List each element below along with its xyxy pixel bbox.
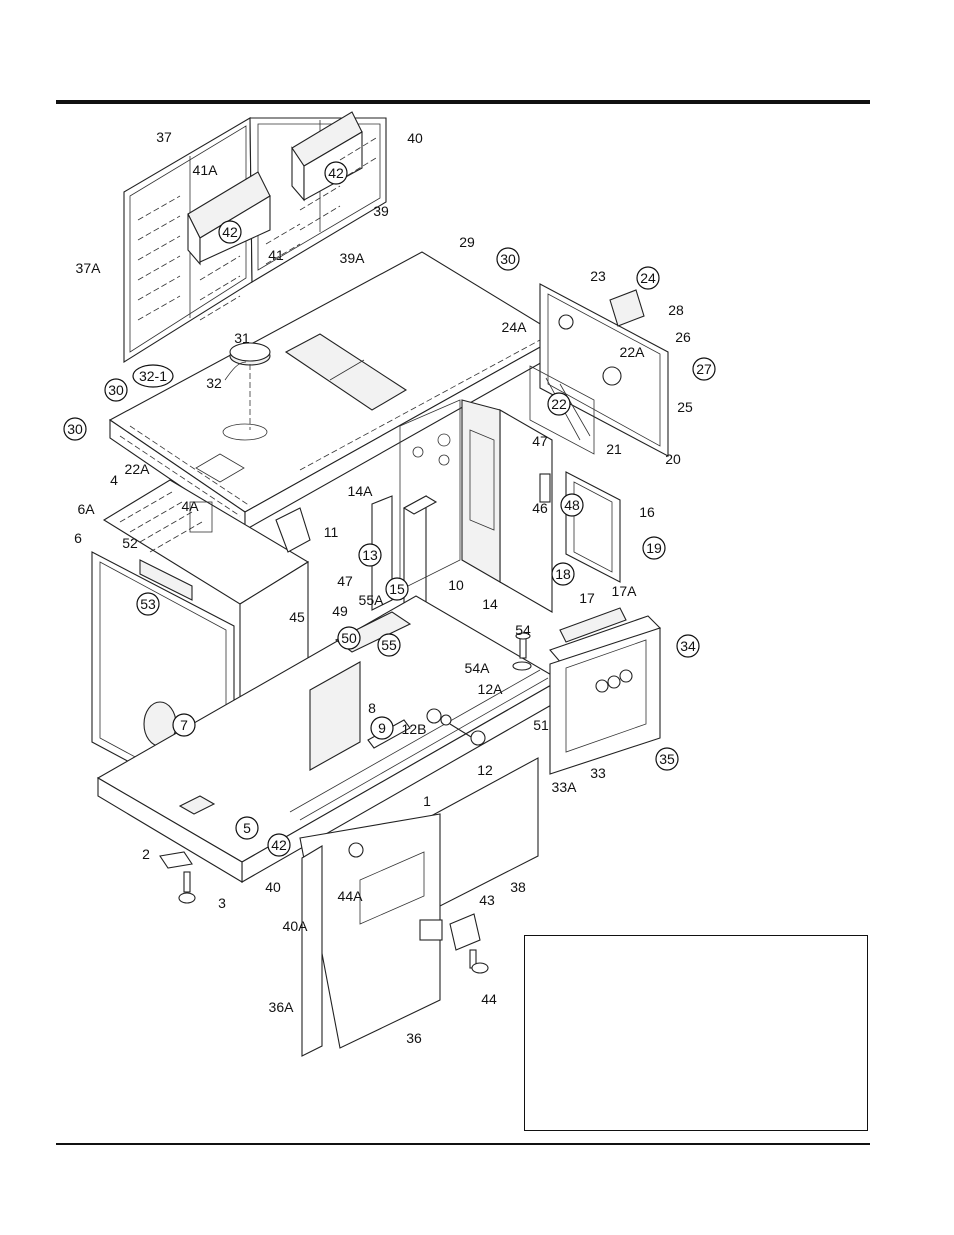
part-callout-label: 31 — [234, 330, 250, 346]
bracket-46 — [540, 474, 550, 502]
part-callout-label: 44 — [481, 991, 497, 1007]
part-callout-label: 39 — [373, 203, 389, 219]
part-callout-label: 36 — [406, 1030, 422, 1046]
part-callout-label: 47 — [337, 573, 353, 589]
part-callout-label: 29 — [459, 234, 475, 250]
part-callout-label: 45 — [289, 609, 305, 625]
part-callout-label: 32 — [206, 375, 222, 391]
part-callout-label: 47 — [532, 433, 548, 449]
part-callout-label: 25 — [677, 399, 693, 415]
part-callout-label: 38 — [510, 879, 526, 895]
part-callout-label: 6 — [74, 530, 82, 546]
part-callout-label: 48 — [564, 497, 580, 513]
part-callout-label: 33A — [552, 779, 578, 795]
part-callout-label: 49 — [332, 603, 348, 619]
part-callout-label: 26 — [675, 329, 691, 345]
part-callout-label: 55 — [381, 637, 397, 653]
part-callout-label: 22A — [620, 344, 646, 360]
part-callout-label: 37A — [76, 260, 102, 276]
part-callout-label: 52 — [122, 535, 138, 551]
part-callout-label: 55A — [359, 592, 385, 608]
part-callout-label: 50 — [341, 630, 357, 646]
part-callout-label: 28 — [668, 302, 684, 318]
part-callout-label: 42 — [328, 165, 344, 181]
part-callout-label: 14A — [348, 483, 374, 499]
part-callout-label: 17A — [612, 583, 638, 599]
part-callout-label: 30 — [500, 251, 516, 267]
part-callout-label: 42 — [222, 224, 238, 240]
bolt-54 — [513, 633, 531, 670]
part-callout-label: 44A — [338, 888, 364, 904]
part-callout-label: 22A — [125, 461, 151, 477]
part-callout-label: 30 — [67, 421, 83, 437]
part-callout-label: 24 — [640, 270, 656, 286]
part-callout-label: 54 — [515, 622, 531, 638]
part-callout-label: 36A — [269, 999, 295, 1015]
part-callout-label: 7 — [180, 717, 188, 733]
part-callout-label: 23 — [590, 268, 606, 284]
gauge-box-23 — [610, 290, 644, 326]
part-callout-label: 40 — [407, 130, 423, 146]
part-callout-label: 17 — [579, 590, 595, 606]
part-callout-label: 40A — [283, 918, 309, 934]
part-callout-label: 4A — [181, 498, 199, 514]
part-callout-label: 43 — [479, 892, 495, 908]
part-callout-label: 11 — [324, 524, 339, 540]
part-callout-label: 18 — [555, 566, 571, 582]
control-panel-frame — [540, 284, 668, 456]
part-callout-label: 15 — [389, 581, 405, 597]
part-callout-label: 53 — [140, 596, 156, 612]
part-callout-label: 32-1 — [139, 368, 167, 384]
part-callout-label: 20 — [665, 451, 681, 467]
part-callout-label: 51 — [533, 717, 549, 733]
part-callout-label: 37 — [156, 129, 172, 145]
part-callout-label: 21 — [606, 441, 622, 457]
part-callout-label: 40 — [265, 879, 281, 895]
part-callout-label: 22 — [551, 396, 567, 412]
part-callout-label: 41 — [268, 247, 284, 263]
part-callout-label: 35 — [659, 751, 675, 767]
part-callout-label: 33 — [590, 765, 606, 781]
part-callout-label: 5 — [243, 820, 251, 836]
bolt-3 — [160, 852, 195, 903]
part-callout-label: 9 — [378, 720, 386, 736]
part-callout-label: 46 — [532, 500, 548, 516]
part-callout-label: 34 — [680, 638, 696, 654]
part-callout-label: 2 — [142, 846, 150, 862]
part-callout-label: 3 — [218, 895, 226, 911]
rear-latch-44A — [349, 843, 363, 857]
part-callout-label: 12 — [477, 762, 493, 778]
part-callout-label: 30 — [108, 382, 124, 398]
part-callout-label: 16 — [639, 504, 655, 520]
front-control-box — [550, 608, 660, 774]
part-callout-label: 6A — [77, 501, 95, 517]
part-callout-label: 19 — [646, 540, 662, 556]
side-plate-16 — [566, 472, 620, 582]
part-callout-label: 8 — [368, 700, 376, 716]
part-callout-label: 13 — [362, 547, 378, 563]
latch-43 — [450, 914, 480, 950]
hinge-strip-36A — [302, 846, 322, 1056]
part-callout-label: 24A — [502, 319, 528, 335]
part-callout-label: 27 — [696, 361, 712, 377]
part-callout-label: 41A — [193, 162, 219, 178]
part-callout-label: 39A — [340, 250, 366, 266]
part-callout-label: 54A — [465, 660, 491, 676]
bolt-44 — [470, 950, 488, 973]
part-callout-label: 4 — [110, 472, 118, 488]
part-callout-label: 1 — [423, 793, 431, 809]
part-callout-label: 42 — [271, 837, 287, 853]
part-callout-label: 12B — [402, 721, 427, 737]
part-callout-label: 10 — [448, 577, 464, 593]
part-callout-label: 14 — [482, 596, 498, 612]
part-callout-label: 12A — [478, 681, 504, 697]
